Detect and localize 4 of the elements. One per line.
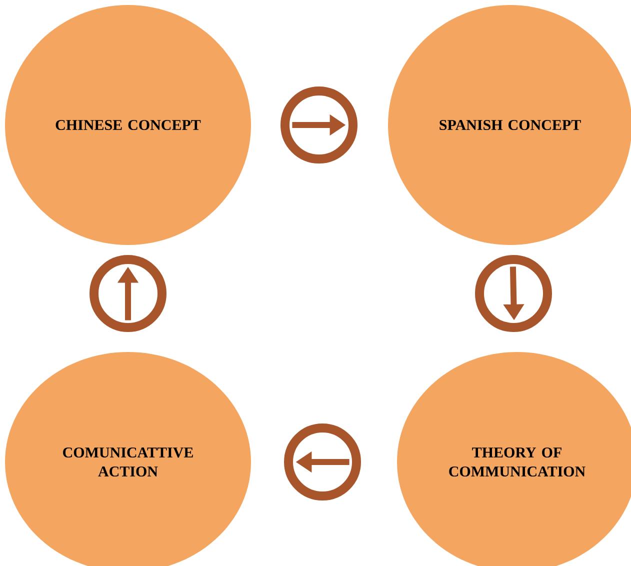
circled-arrow (90, 255, 166, 332)
circled-arrow (475, 255, 552, 332)
circled-arrow (280, 86, 358, 164)
circled-arrow (284, 424, 361, 500)
